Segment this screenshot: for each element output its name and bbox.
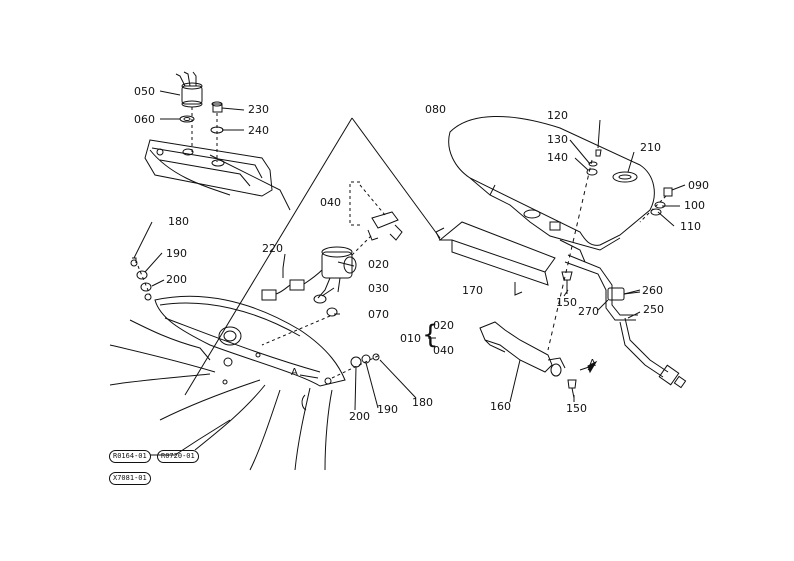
- ref-label-a-right: A: [589, 358, 596, 369]
- ref-arrow-a: [587, 360, 598, 374]
- fastener-stack-left: [130, 257, 152, 296]
- brace-010: {: [422, 320, 439, 350]
- label-080: 080: [425, 103, 446, 116]
- label-180-left: 180: [168, 215, 189, 228]
- label-240: 240: [248, 124, 269, 137]
- ref-oval-r0164: R0164-01: [109, 450, 151, 463]
- label-210: 210: [640, 141, 661, 154]
- switch-bracket-inset: [144, 139, 291, 211]
- guide-line-left: [184, 117, 353, 396]
- label-020-group: 020: [433, 319, 454, 332]
- dashed-guide: [547, 159, 593, 351]
- label-120: 120: [547, 109, 568, 122]
- cover-080: [448, 115, 655, 263]
- label-050: 050: [134, 85, 155, 98]
- ref-oval-r0720: R0720-01: [157, 450, 199, 463]
- dashboard-panel: [109, 293, 346, 471]
- label-160: 160: [490, 400, 511, 413]
- label-040-group: 040: [433, 344, 454, 357]
- grommet-210: [612, 171, 638, 183]
- label-180-right: 180: [412, 396, 433, 409]
- ref-oval-x7081: X7081-01: [109, 472, 151, 485]
- label-260: 260: [642, 284, 663, 297]
- label-010: 010: [400, 332, 421, 345]
- ignition-switch-020: [317, 234, 373, 299]
- label-110: 110: [680, 220, 701, 233]
- key-040: [367, 211, 403, 241]
- label-200-left: 200: [166, 273, 187, 286]
- label-060: 060: [134, 113, 155, 126]
- switch-050: [175, 71, 203, 152]
- fasteners-090-110: [639, 187, 673, 223]
- label-130: 130: [547, 133, 568, 146]
- label-070: 070: [368, 308, 389, 321]
- label-170: 170: [462, 284, 483, 297]
- label-230: 230: [248, 103, 269, 116]
- label-090: 090: [688, 179, 709, 192]
- fasteners-120-140: [586, 149, 602, 176]
- label-220: 220: [262, 242, 283, 255]
- label-190-right: 190: [377, 403, 398, 416]
- guide-line-right: [351, 117, 441, 239]
- label-140: 140: [547, 151, 568, 164]
- label-190-left: 190: [166, 247, 187, 260]
- label-270: 270: [578, 305, 599, 318]
- label-250: 250: [643, 303, 664, 316]
- cable-250: [564, 254, 687, 389]
- label-030: 030: [368, 282, 389, 295]
- key-bracket: [349, 181, 360, 226]
- screw-230: [211, 101, 223, 113]
- part-070: [326, 307, 338, 317]
- nut-030: [313, 294, 327, 304]
- ref-label-a-left: A: [291, 367, 298, 378]
- label-200-right: 200: [349, 410, 370, 423]
- label-100: 100: [684, 199, 705, 212]
- label-020: 020: [368, 258, 389, 271]
- bolt-150-lower: [567, 379, 577, 399]
- label-150-upper: 150: [556, 296, 577, 309]
- label-040: 040: [320, 196, 341, 209]
- lever-160: [479, 321, 566, 377]
- bracket-170: [435, 221, 556, 296]
- connector-220: [261, 268, 323, 301]
- label-150-lower: 150: [566, 402, 587, 415]
